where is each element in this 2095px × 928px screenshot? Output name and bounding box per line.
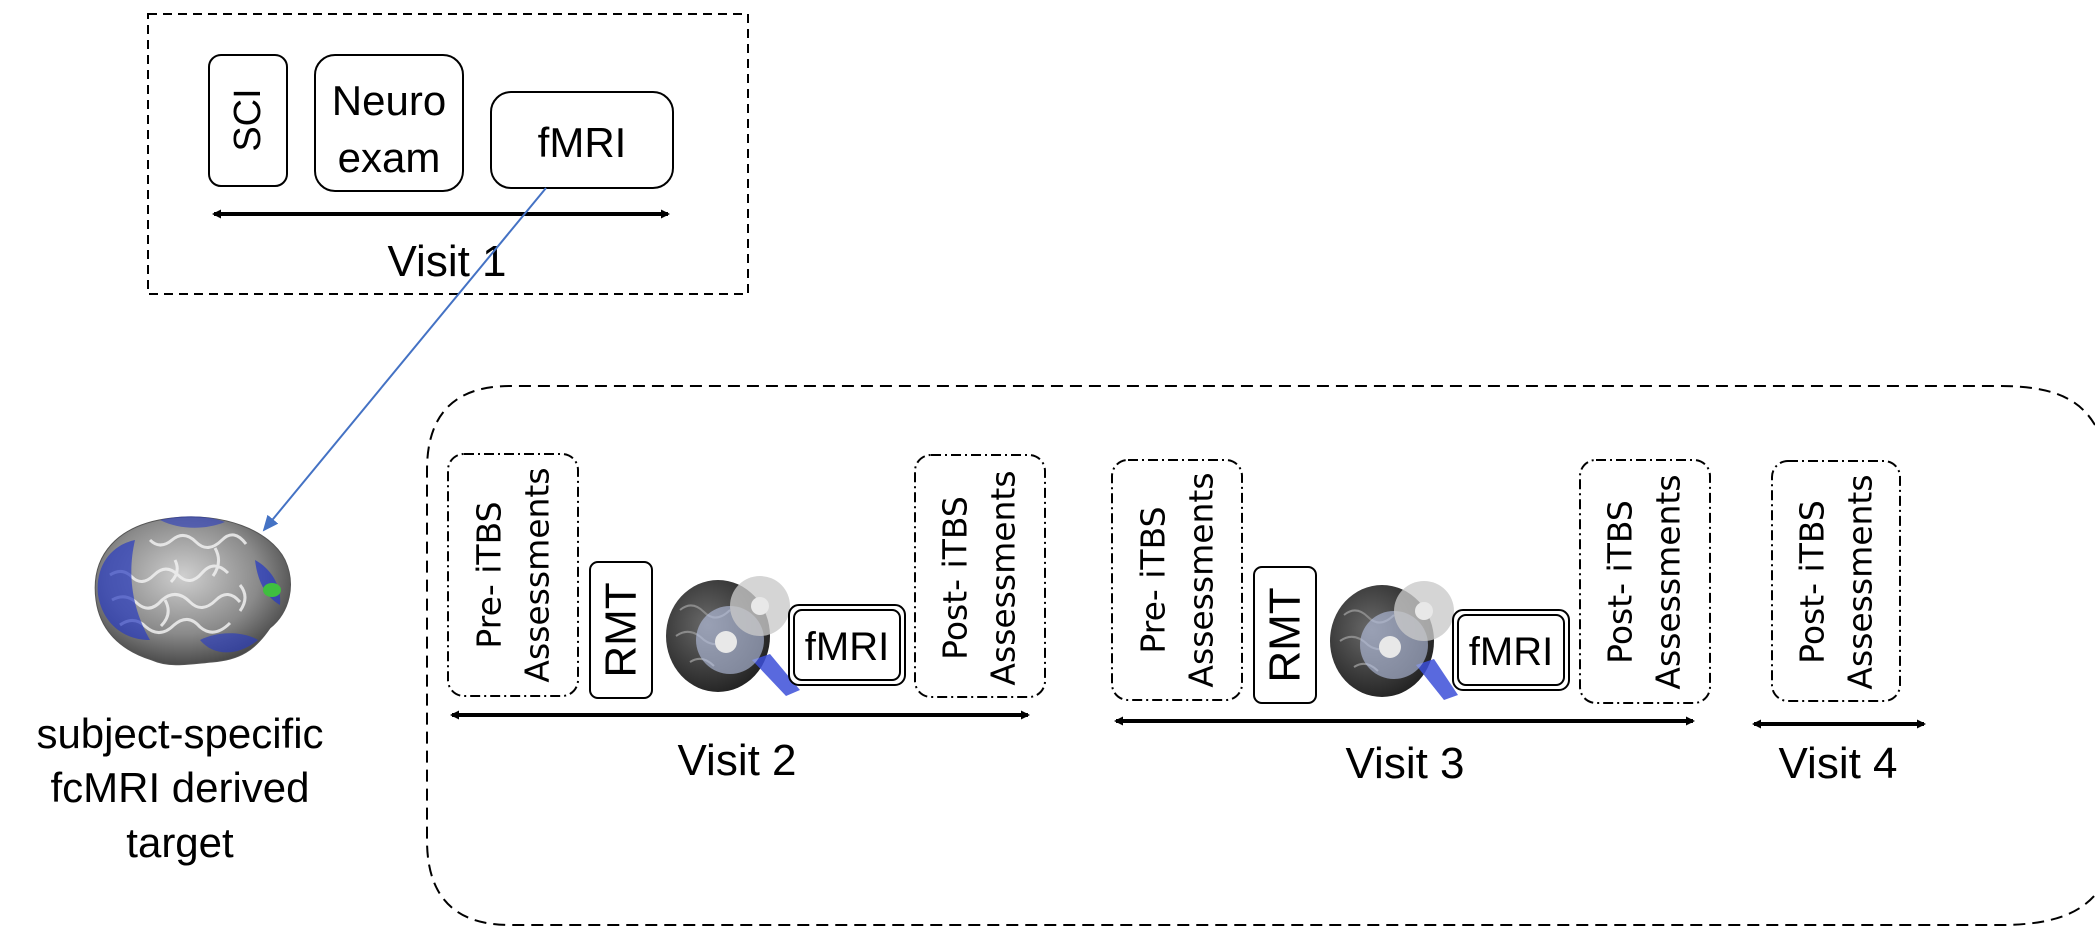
intervention-dashed-frame: [426, 385, 2095, 926]
visit2-post-assessments-box: Post- iTBS Assessments: [914, 454, 1046, 698]
visit3-pre-line1: Pre- iTBS: [1134, 506, 1173, 653]
visit3-pre-line2: Assessments: [1182, 472, 1221, 687]
visit4-label: Visit 4: [1778, 739, 1897, 788]
visit2-group: Pre- iTBS Assessments RMT fMRI Post- iTB…: [447, 453, 1046, 785]
visit3-post-assessments-box: Post- iTBS Assessments: [1579, 459, 1711, 704]
visit1-fmri-box: fMRI: [490, 91, 674, 189]
visit2-pre-line1: Pre- iTBS: [470, 501, 509, 648]
visit2-rmt-label: RMT: [597, 582, 646, 677]
visit4-post-assessments-box: Post- iTBS Assessments: [1771, 460, 1901, 702]
visit3-post-line2: Assessments: [1649, 474, 1688, 689]
visit1-neuro-line2: exam: [338, 134, 441, 181]
target-line3: target: [126, 819, 234, 866]
tms-coil-on-head-icon: [1330, 581, 1458, 700]
visit2-fmri-label: fMRI: [805, 625, 889, 669]
target-line1: subject-specific: [36, 710, 323, 757]
visit3-post-line1: Post- iTBS: [1601, 500, 1640, 664]
visit4-group: Post- iTBS Assessments Visit 4: [1752, 460, 1926, 788]
tms-coil-on-head-icon: [666, 576, 800, 696]
target-line2: fcMRI derived: [50, 764, 309, 811]
visit1-neuro-line1: Neuro: [332, 77, 446, 124]
visit1-group: SCI Neuro exam fMRI Visit 1: [147, 13, 749, 295]
visit4-post-line2: Assessments: [1841, 474, 1880, 689]
visit1-dashed-frame: [147, 13, 749, 295]
visit2-label: Visit 2: [677, 736, 796, 785]
visit1-label: Visit 1: [387, 237, 506, 286]
visit1-fmri-label: fMRI: [538, 119, 627, 166]
visit3-pre-assessments-box: Pre- iTBS Assessments: [1111, 459, 1243, 701]
visit3-label: Visit 3: [1345, 739, 1464, 788]
visit1-neuro-exam-box: Neuro exam: [314, 54, 464, 192]
visit1-sci-box: SCI: [208, 54, 288, 187]
visit2-fmri-box: fMRI: [788, 604, 906, 686]
visit3-fmri-box: fMRI: [1452, 609, 1570, 691]
visit2-post-line1: Post- iTBS: [936, 496, 975, 660]
visit3-group: Pre- iTBS Assessments RMT fMRI Post- iTB…: [1111, 459, 1711, 788]
target-caption: subject-specific fcMRI derived target: [36, 710, 323, 866]
brain-surface-icon: [94, 516, 291, 666]
visit3-fmri-label: fMRI: [1469, 630, 1553, 674]
visit4-post-line1: Post- iTBS: [1793, 500, 1832, 664]
target-link-arrow: [262, 187, 547, 532]
visit3-rmt-box: RMT: [1253, 566, 1317, 704]
visit2-pre-assessments-box: Pre- iTBS Assessments: [447, 453, 579, 697]
visit2-post-line2: Assessments: [984, 470, 1023, 685]
visit1-sci-label: SCI: [227, 88, 269, 151]
visit2-pre-line2: Assessments: [518, 467, 557, 682]
visit2-rmt-box: RMT: [589, 561, 653, 699]
visit3-rmt-label: RMT: [1261, 587, 1310, 682]
